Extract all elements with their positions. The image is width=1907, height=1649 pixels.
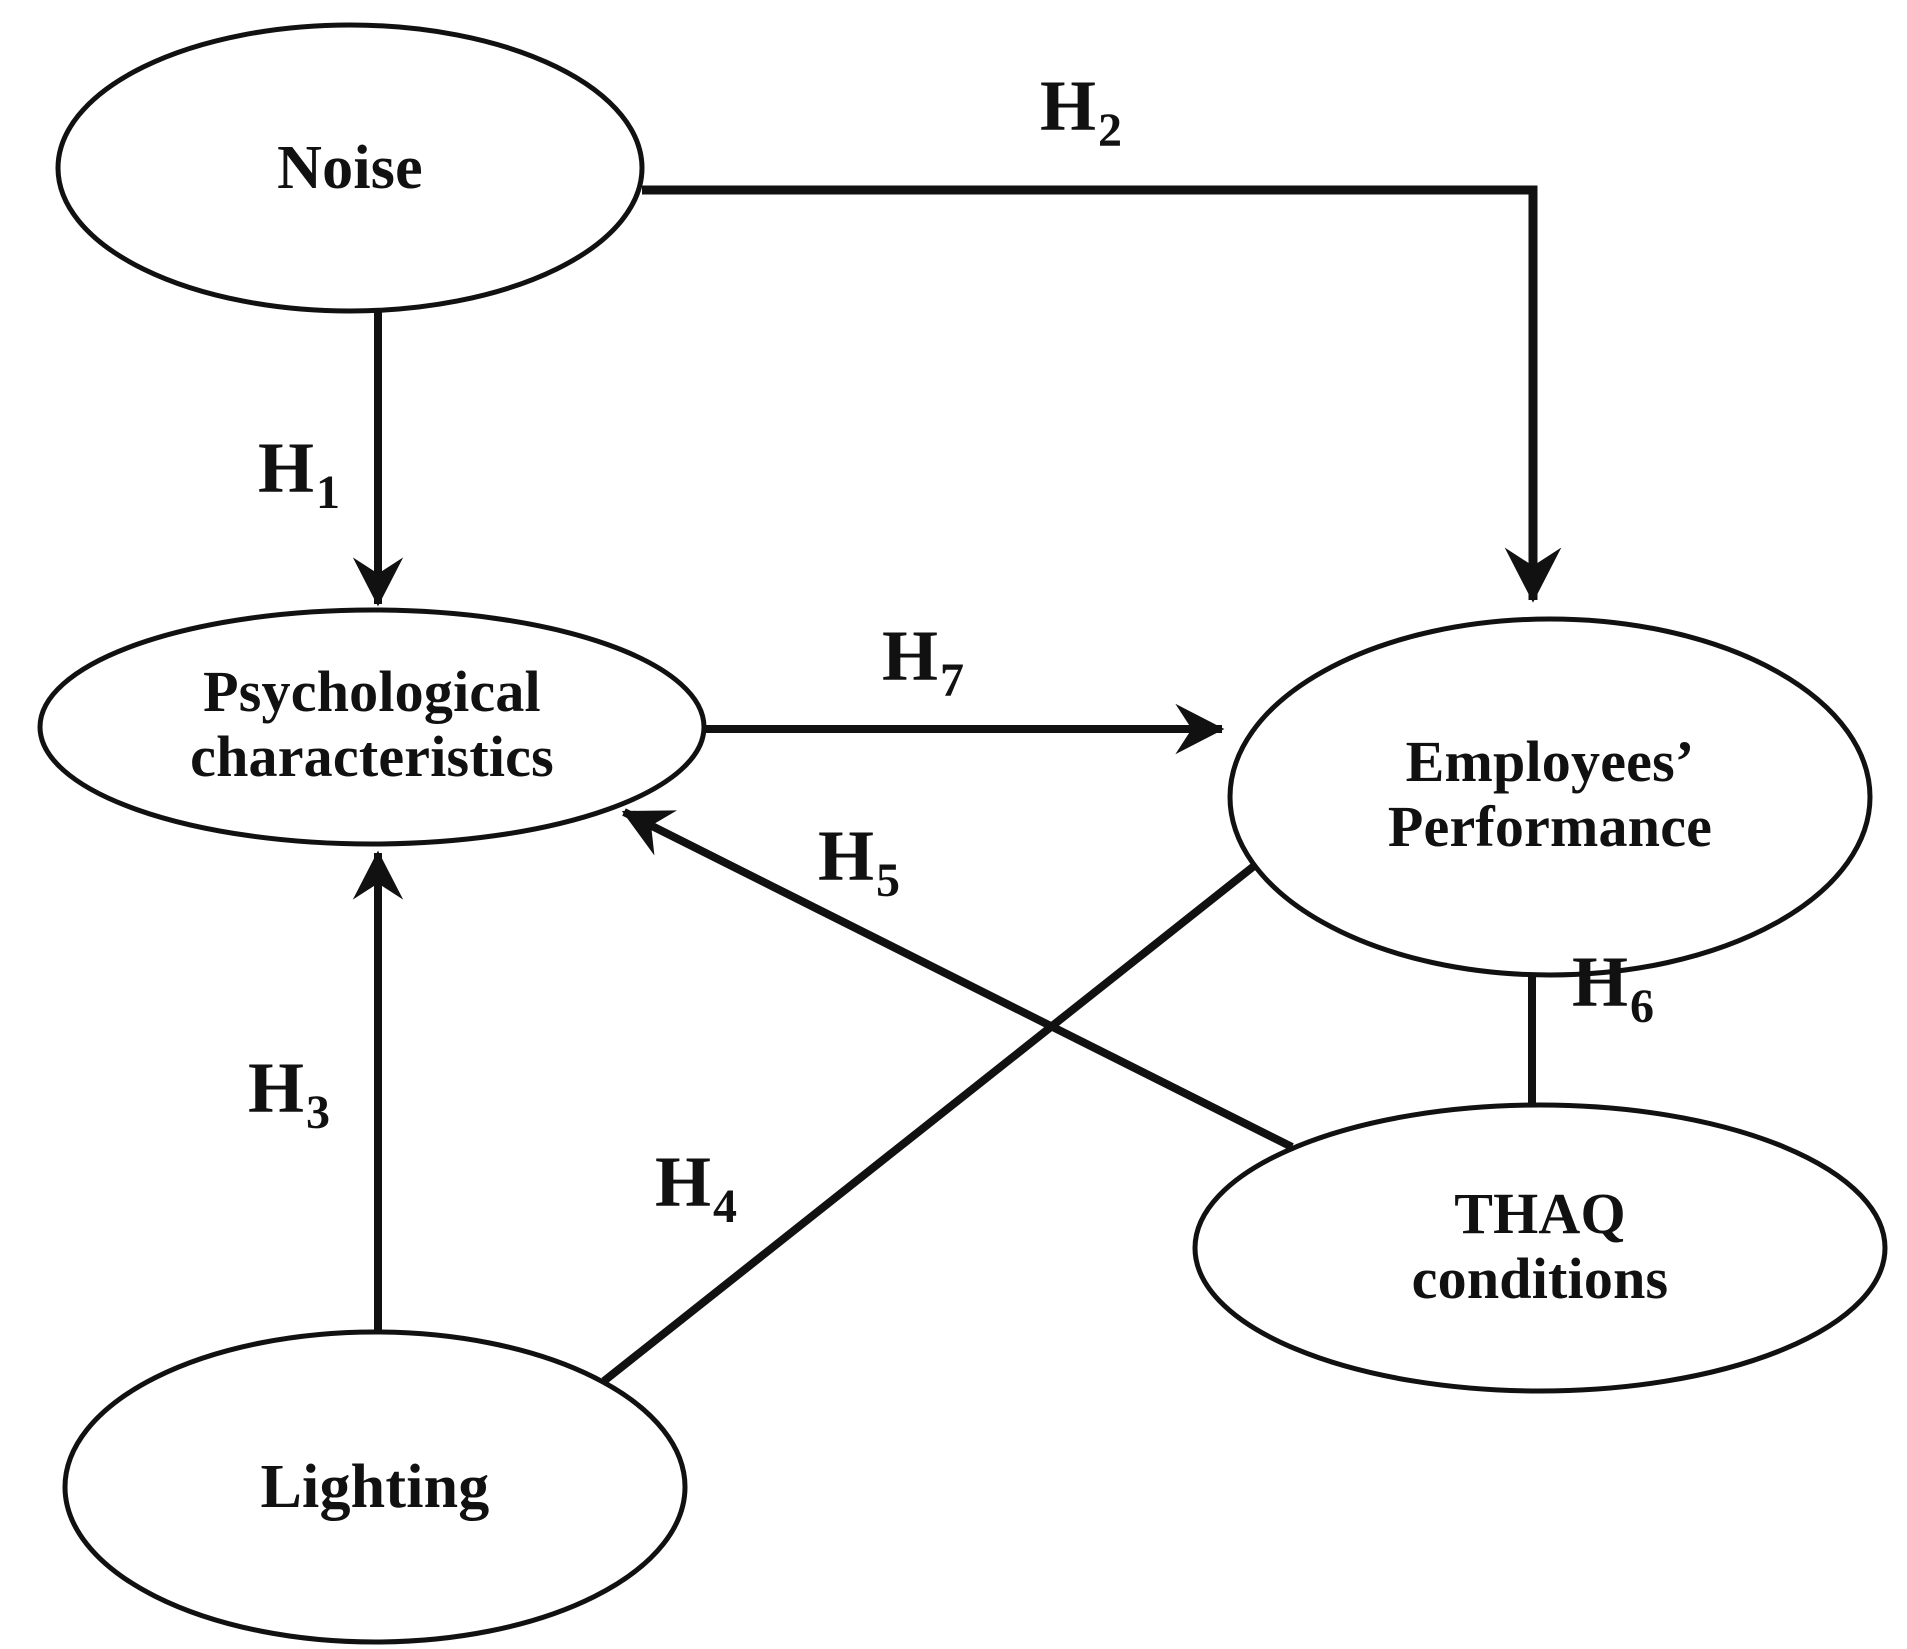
edge-label-h4-sub: 4 xyxy=(713,1180,738,1233)
edge-label-h5: H5 xyxy=(818,820,900,905)
edge-label-h7: H7 xyxy=(882,620,964,705)
edge-label-h5-base: H xyxy=(818,816,875,896)
edge-label-h2: H2 xyxy=(1040,70,1122,155)
edge-label-h2-base: H xyxy=(1040,66,1097,146)
edge-label-h6-sub: 6 xyxy=(1630,980,1655,1033)
edge-label-h5-sub: 5 xyxy=(876,854,901,907)
edge-h4 xyxy=(601,824,1305,1385)
edge-label-h1: H1 xyxy=(258,432,340,517)
edge-label-h6-base: H xyxy=(1572,942,1629,1022)
node-thaq-conditions-ellipse[interactable] xyxy=(1192,1102,1888,1394)
edge-label-h3: H3 xyxy=(248,1052,330,1137)
edge-label-h3-sub: 3 xyxy=(306,1086,331,1139)
edge-h5 xyxy=(621,808,1294,1151)
edge-label-h4: H4 xyxy=(655,1146,737,1231)
node-psychological-characteristics-ellipse[interactable] xyxy=(37,607,707,847)
edge-label-h1-sub: 1 xyxy=(316,466,341,519)
node-noise-ellipse[interactable] xyxy=(55,22,645,314)
node-lighting-ellipse[interactable] xyxy=(62,1329,688,1645)
edge-label-h4-base: H xyxy=(655,1142,712,1222)
edge-label-h7-base: H xyxy=(882,616,939,696)
edge-label-h7-sub: 7 xyxy=(940,654,965,707)
node-employees-performance-ellipse[interactable] xyxy=(1227,616,1873,978)
edge-label-h6: H6 xyxy=(1572,946,1654,1031)
edge-h2 xyxy=(642,185,1562,603)
edge-label-h2-sub: 2 xyxy=(1098,104,1123,157)
edge-label-h1-base: H xyxy=(258,428,315,508)
edge-label-h3-base: H xyxy=(248,1048,305,1128)
